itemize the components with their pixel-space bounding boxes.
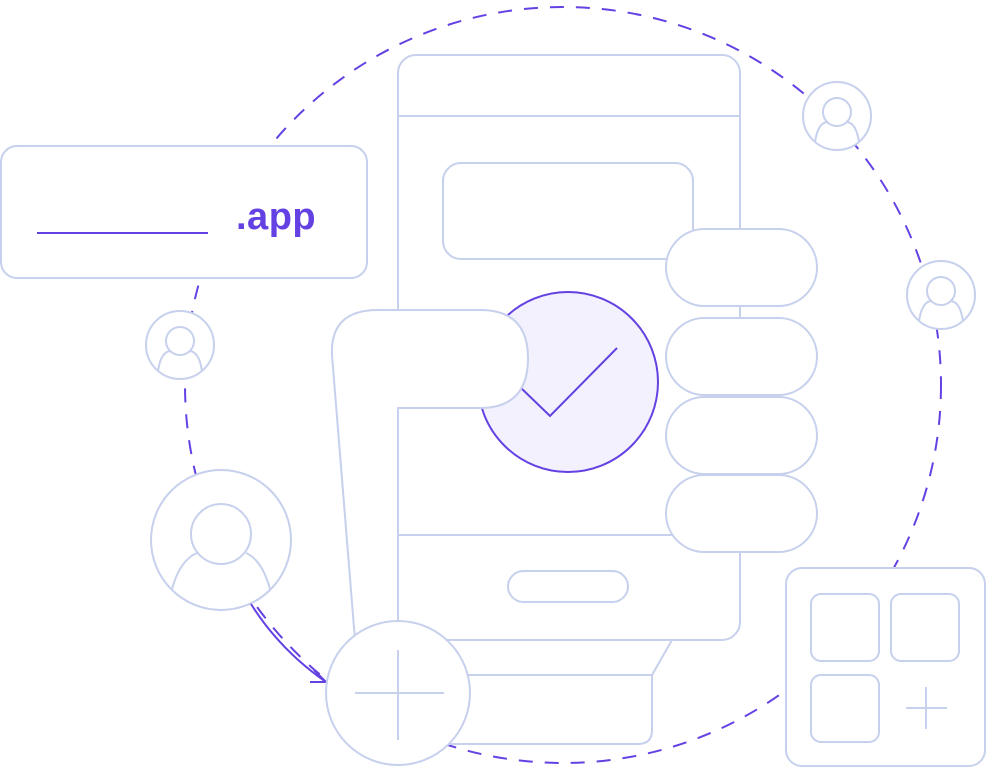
user-avatar-icon: [150, 469, 292, 611]
phone-banner-card: [442, 162, 694, 260]
user-avatar-icon: [802, 81, 872, 151]
phone-home-pill: [507, 570, 629, 603]
domain-box: [0, 145, 368, 279]
plus-icon: [325, 620, 471, 766]
hand-wrist: [417, 639, 674, 745]
app-grid-icon: [785, 567, 986, 767]
user-avatar-icon: [145, 310, 215, 380]
arrow-icon: [250, 603, 329, 683]
hand-thumb: [330, 309, 530, 641]
dashed-orbit: [184, 6, 942, 764]
user-avatar-icon: [906, 260, 976, 330]
hand-fingers: [665, 228, 818, 553]
domain-suffix: .app: [236, 196, 317, 238]
